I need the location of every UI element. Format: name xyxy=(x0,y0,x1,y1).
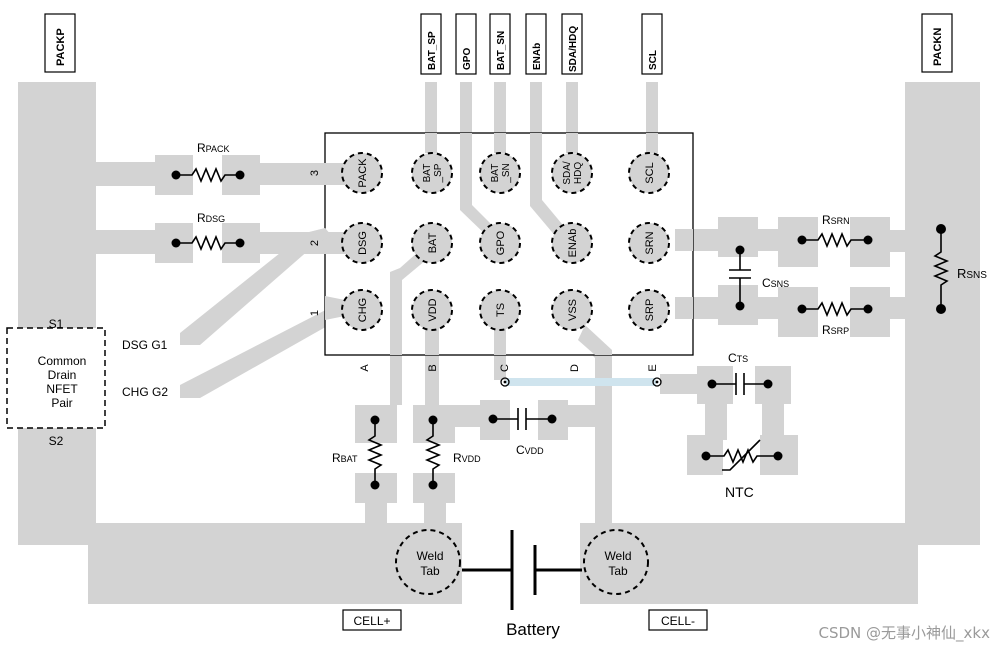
svg-text:RSNS: RSNS xyxy=(957,266,987,281)
fet-line1: Common xyxy=(38,354,87,368)
fet-line4: Pair xyxy=(51,396,72,410)
ball-gpo-label: GPO xyxy=(495,230,507,255)
ts-link-trace xyxy=(506,378,656,386)
col-b-label: B xyxy=(427,364,439,371)
ball-ts-label: TS xyxy=(495,303,507,317)
weld-tab-left-line1: Weld xyxy=(416,549,443,563)
ball-bat-sp-label-1: BAT xyxy=(422,164,433,183)
svg-text:SDA/: SDA/ xyxy=(562,161,573,185)
tag-sda-hdq: SDA/HDQ xyxy=(568,26,579,72)
ball-bat-sn-label-2: _SN xyxy=(501,163,512,183)
svg-text:_SP: _SP xyxy=(433,163,444,183)
ic-internal-traces xyxy=(258,133,693,355)
resistor-rsrp xyxy=(797,300,873,318)
svg-text:RPACK: RPACK xyxy=(197,141,230,155)
row-1-label: 1 xyxy=(309,310,321,316)
ball-sda-label-2: HDQ xyxy=(573,162,584,184)
col-e-label: E xyxy=(647,364,659,371)
fet-s1-label: S1 xyxy=(49,317,64,331)
resistor-rvdd xyxy=(424,415,442,490)
top-signal-tags: PACKP PACKN BAT_SP GPO BAT_SN ENAb SDA/H… xyxy=(44,13,953,75)
tag-enab: ENAb xyxy=(532,43,543,70)
tag-bat-sp: BAT_SP xyxy=(427,31,438,70)
ball-scl-label: SCL xyxy=(644,162,656,183)
ball-srn-label: SRN xyxy=(644,231,656,254)
battery-label: Battery xyxy=(506,620,560,639)
weld-tab-left-line2: Tab xyxy=(420,564,440,578)
ntc-label: NTC xyxy=(725,484,754,500)
watermark: CSDN @无事小神仙_xkx xyxy=(819,624,991,643)
ic-grid-labels: 3 2 1 A B C D E xyxy=(309,170,659,372)
thermistor-ntc xyxy=(701,439,783,471)
svg-text:CTS: CTS xyxy=(728,351,748,365)
svg-text:HDQ: HDQ xyxy=(573,162,584,184)
ic-balls: PACK BAT _SP BAT _SN SDA/ HDQ SCL DSG BA… xyxy=(341,152,670,331)
battery-area: Weld Tab Weld Tab CELL+ CELL- Battery xyxy=(342,529,708,639)
dsg-g1-label: DSG G1 xyxy=(122,338,168,352)
chg-g2-label: CHG G2 xyxy=(122,385,168,399)
weld-tab-right-line1: Weld xyxy=(604,549,631,563)
vias xyxy=(500,377,662,387)
fet-s2-label: S2 xyxy=(49,434,64,448)
tag-gpo: GPO xyxy=(462,48,473,70)
fet-line2: Drain xyxy=(48,368,77,382)
weld-tab-right-line2: Tab xyxy=(608,564,628,578)
svg-text:RDSG: RDSG xyxy=(197,211,225,225)
svg-text:RSRN: RSRN xyxy=(822,213,850,227)
col-a-label: A xyxy=(359,364,371,372)
svg-text:BAT: BAT xyxy=(422,164,433,183)
col-c-label: C xyxy=(499,364,511,372)
battery-symbol xyxy=(462,530,582,610)
ball-bat-sn-label-1: BAT xyxy=(490,164,501,183)
resistor-rpack xyxy=(171,166,245,184)
ball-vdd-label: VDD xyxy=(427,298,439,321)
ball-sda-label-1: SDA/ xyxy=(562,161,573,185)
col-d-label: D xyxy=(569,364,581,372)
svg-text:RSRP: RSRP xyxy=(822,323,849,337)
ball-pack-label: PACK xyxy=(357,158,369,188)
fet-line3: NFET xyxy=(46,382,78,396)
row-2-label: 2 xyxy=(309,240,321,246)
svg-text:CVDD: CVDD xyxy=(516,443,544,457)
svg-text:CSNS: CSNS xyxy=(762,276,789,290)
ball-bat-label: BAT xyxy=(427,232,439,253)
ball-enab-label: ENAb xyxy=(567,229,579,258)
resistor-rbat xyxy=(366,415,384,490)
cell-minus-label: CELL- xyxy=(661,614,695,628)
ball-srp-label: SRP xyxy=(644,299,656,322)
fet-pair: S1 S2 Common Drain NFET Pair DSG G1 CHG … xyxy=(6,317,168,448)
ball-chg-label: CHG xyxy=(357,298,369,322)
ball-vss-label: VSS xyxy=(567,299,579,321)
cell-plus-label: CELL+ xyxy=(353,614,390,628)
capacitor-cts xyxy=(707,373,773,395)
ball-dsg-label: DSG xyxy=(357,231,369,255)
svg-text:RVDD: RVDD xyxy=(453,451,481,465)
component-labels: RPACK RDSG RSRN RSRP RSNS CSNS CTS RBAT … xyxy=(197,141,987,500)
row-3-label: 3 xyxy=(309,170,321,176)
resistor-rsrn xyxy=(797,231,873,249)
svg-text:_SN: _SN xyxy=(501,163,512,183)
tag-packp: PACKP xyxy=(55,28,67,66)
tag-bat-sn: BAT_SN xyxy=(496,31,507,70)
ball-bat-sp-label-2: _SP xyxy=(433,163,444,183)
resistor-rsns xyxy=(932,224,950,314)
svg-text:BAT: BAT xyxy=(490,164,501,183)
capacitor-csns xyxy=(729,245,751,311)
resistor-rdsg xyxy=(171,234,245,252)
svg-text:RBAT: RBAT xyxy=(332,451,358,465)
capacitor-cvdd xyxy=(488,408,557,430)
tag-packn: PACKN xyxy=(932,28,944,66)
tag-scl: SCL xyxy=(648,50,659,70)
